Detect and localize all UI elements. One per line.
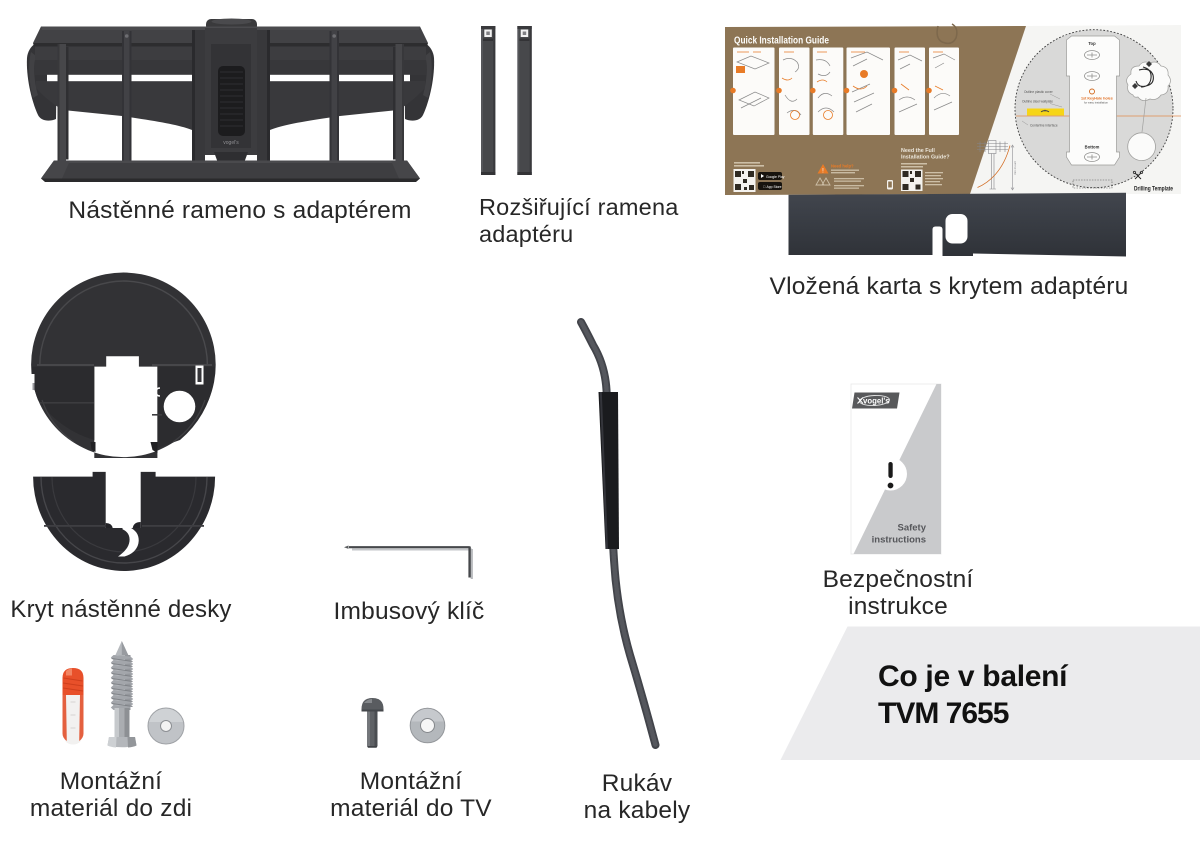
svg-text:Quick Installation Guide: Quick Installation Guide: [734, 36, 829, 47]
svg-text:!: !: [822, 169, 824, 175]
svg-text:Outline steel wallplate: Outline steel wallplate: [1022, 100, 1053, 104]
svg-text:Safety: Safety: [897, 523, 926, 534]
svg-text:Installation Guide?: Installation Guide?: [901, 155, 950, 161]
svg-text:min mount: min mount: [1013, 161, 1017, 175]
svg-text:vogel's: vogel's: [863, 397, 890, 406]
svg-text:Outline plastic cover: Outline plastic cover: [1024, 90, 1054, 94]
svg-text: App Store:  App Store: [763, 185, 782, 189]
svg-text:for easy installation: for easy installation: [1084, 101, 1108, 105]
svg-text:Bottom: Bottom: [1085, 145, 1100, 150]
svg-text:Top: Top: [1088, 41, 1096, 46]
svg-text:vogel's: vogel's: [223, 140, 239, 146]
svg-text:Centerline interface: Centerline interface: [1030, 124, 1058, 128]
svg-text:1st KeyHole holes: 1st KeyHole holes: [1081, 97, 1113, 101]
svg-text:instructions: instructions: [872, 535, 926, 546]
svg-text:Need the Full: Need the Full: [901, 148, 935, 154]
svg-text:Drilling Template: Drilling Template: [1134, 186, 1173, 193]
svg-text:Need help?: Need help?: [831, 164, 854, 169]
svg-text:Google Play: Google Play: [766, 175, 785, 179]
